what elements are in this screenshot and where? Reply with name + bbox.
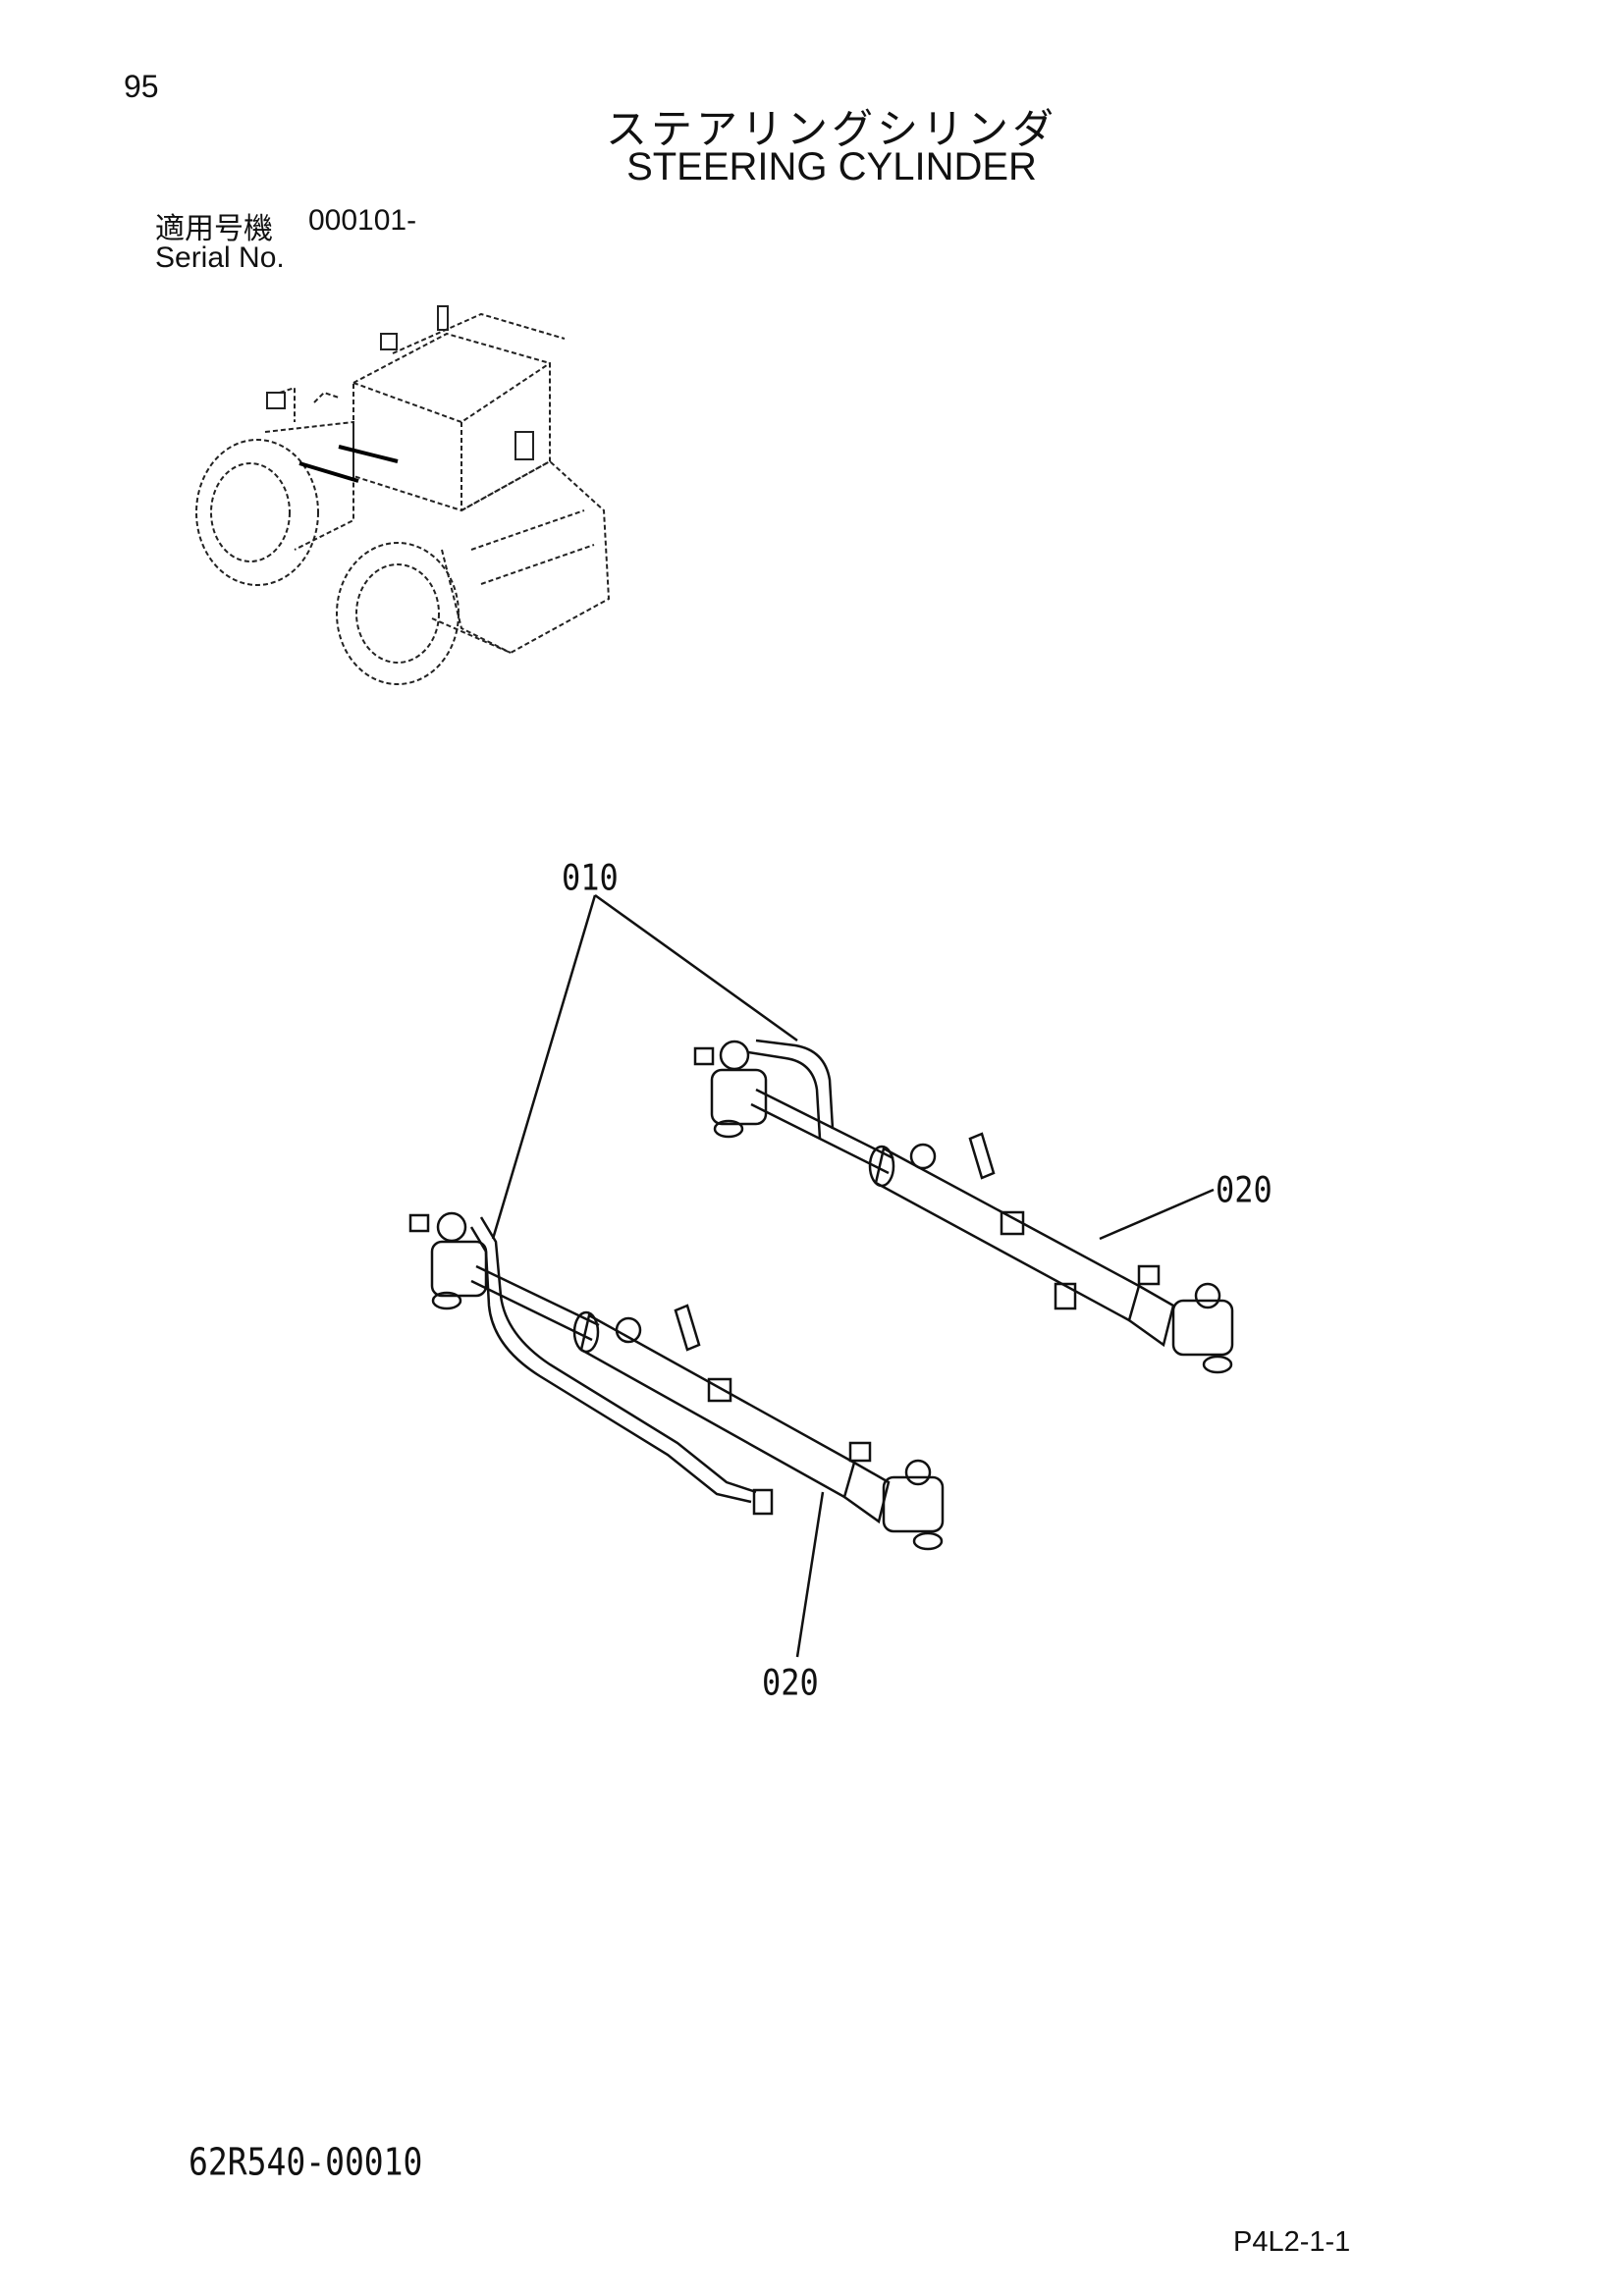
leader-line-020-upper bbox=[1099, 1188, 1215, 1241]
leader-line-020-lower bbox=[795, 1491, 825, 1658]
cylinder-highlight-upper bbox=[338, 445, 399, 463]
callout-020-lower: 020 bbox=[762, 1661, 819, 1704]
lower-cylinder-assembly bbox=[408, 1211, 945, 1551]
page-title-japanese: ステアリングシリンダ bbox=[605, 105, 1057, 153]
serial-label-english: Serial No. bbox=[155, 241, 285, 274]
document-code: 62R540-00010 bbox=[189, 2140, 423, 2184]
leader-line-010-upper bbox=[594, 893, 798, 1042]
page-reference: P4L2-1-1 bbox=[1233, 2226, 1351, 2258]
upper-cylinder-assembly bbox=[693, 1039, 1234, 1374]
page-number: 95 bbox=[124, 69, 159, 104]
page-title-english: STEERING CYLINDER bbox=[626, 145, 1037, 188]
leader-line-010-lower bbox=[491, 894, 597, 1240]
callout-020-upper: 020 bbox=[1216, 1168, 1272, 1211]
rear-tire-outline bbox=[195, 439, 319, 586]
cylinder-highlight-lower bbox=[298, 461, 359, 483]
serial-label-japanese: 適用号機 bbox=[155, 212, 273, 246]
serial-number-value: 000101- bbox=[308, 204, 417, 237]
callout-010: 010 bbox=[562, 856, 619, 899]
